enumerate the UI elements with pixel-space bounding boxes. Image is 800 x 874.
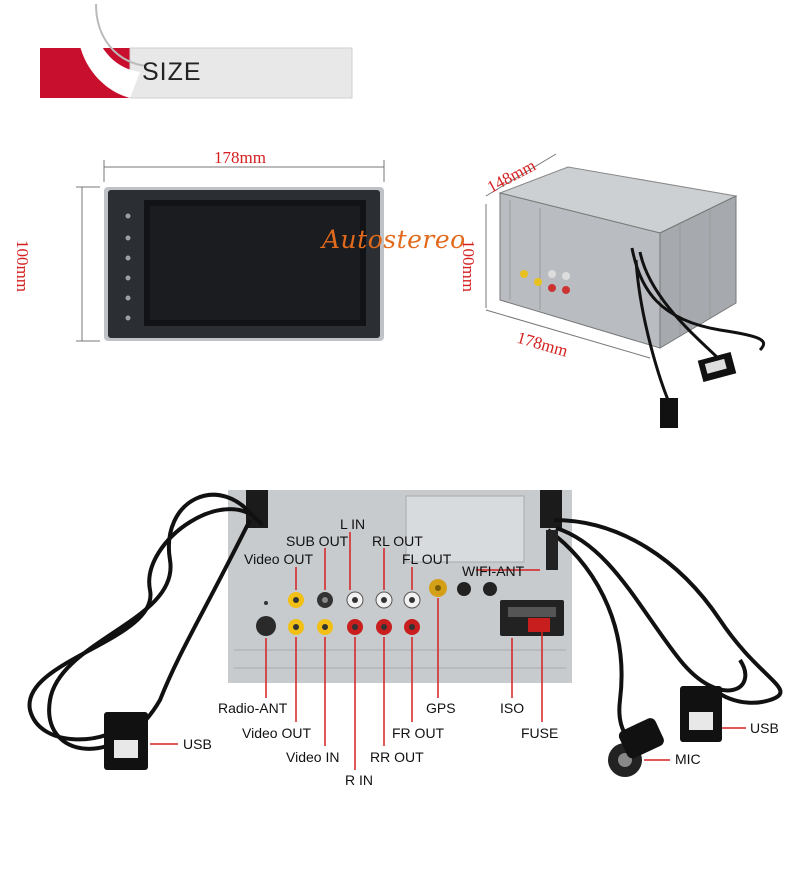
- fuse-label: FUSE: [521, 725, 559, 741]
- rear-panel: [27, 490, 783, 777]
- iso-label: ISO: [500, 700, 525, 716]
- rca-row-top: [288, 591, 421, 609]
- brand-logo: Autostereo: [322, 225, 466, 254]
- rl-out-label: RL OUT: [372, 533, 423, 549]
- usb-right-label: USB: [750, 720, 779, 736]
- radio-ant-label: Radio-ANT: [218, 700, 288, 716]
- isometric-view: [485, 153, 766, 428]
- wifi-ant-label: WIFI-ANT: [462, 563, 525, 579]
- radio-ant-socket: [256, 616, 276, 636]
- fr-out-label: FR OUT: [392, 725, 445, 741]
- front-view: [76, 160, 385, 342]
- rr-out-label: RR OUT: [370, 749, 424, 765]
- front-height-label: 100mm: [13, 240, 32, 292]
- video-out-top-label: Video OUT: [244, 551, 313, 567]
- fl-out-label: FL OUT: [402, 551, 452, 567]
- r-in-label: R IN: [345, 772, 373, 788]
- sub-out-label: SUB OUT: [286, 533, 349, 549]
- side-height-label: 100mm: [459, 240, 478, 292]
- gps-label: GPS: [426, 700, 456, 716]
- video-out-bottom-label: Video OUT: [242, 725, 311, 741]
- front-width-label: 178mm: [214, 148, 266, 167]
- leader-lines: [150, 532, 746, 770]
- l-in-label: L IN: [340, 516, 366, 532]
- usb-left-label: USB: [183, 736, 212, 752]
- rca-row-bottom: [288, 619, 420, 635]
- size-banner: [40, 2, 353, 99]
- banner-title: SIZE: [142, 58, 202, 86]
- video-in-label: Video IN: [286, 749, 340, 765]
- mic-label: MIC: [675, 751, 701, 767]
